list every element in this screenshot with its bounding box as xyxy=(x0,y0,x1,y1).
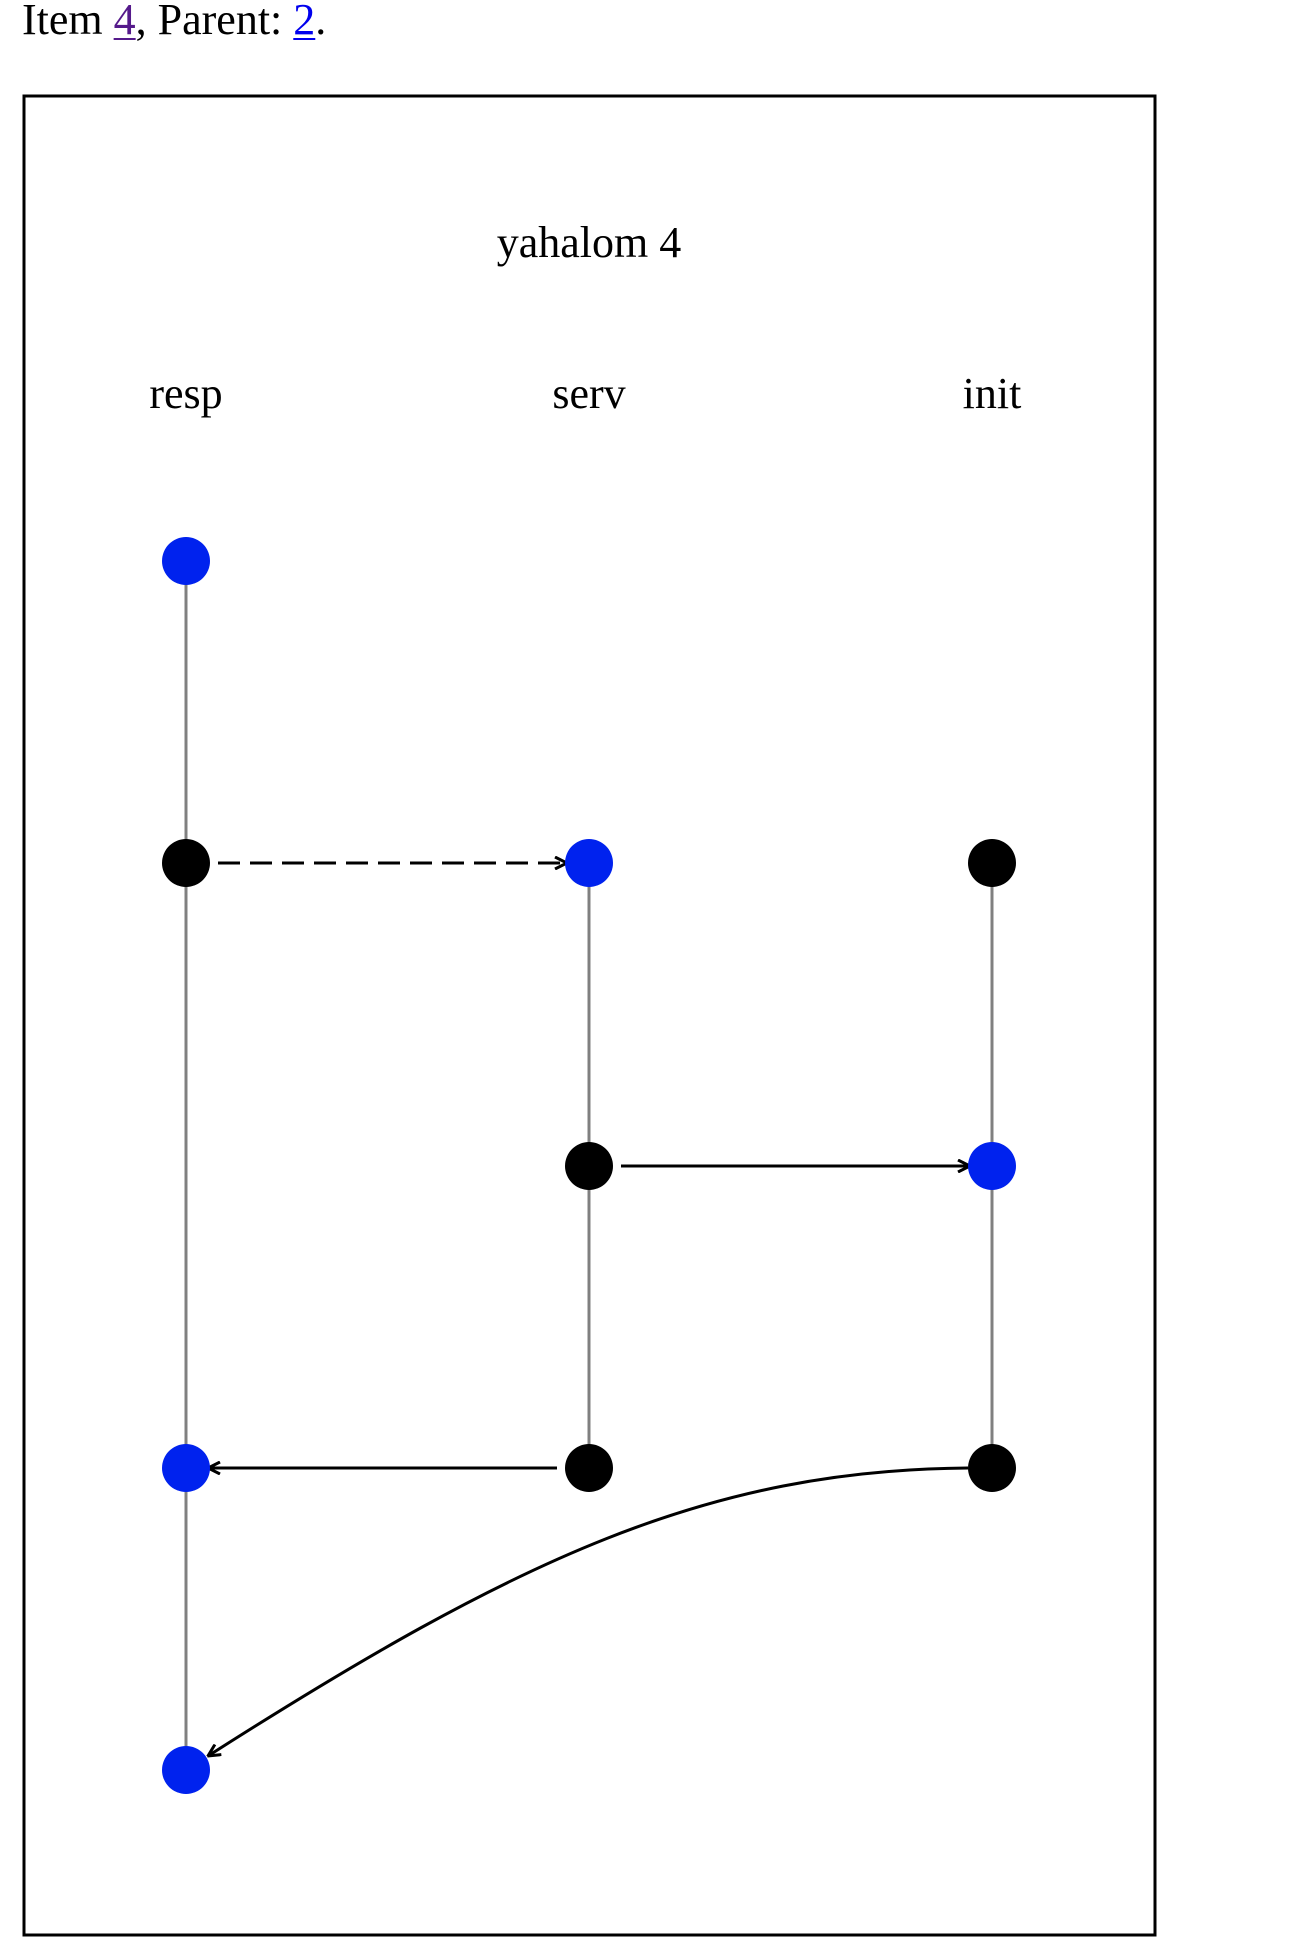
node-serv-1[interactable] xyxy=(565,1142,613,1190)
header-suffix: . xyxy=(315,0,327,44)
message-arrow-3 xyxy=(208,1466,969,1756)
node-resp-3[interactable] xyxy=(162,1746,210,1794)
diagram-title: yahalom 4 xyxy=(497,218,682,267)
node-init-2[interactable] xyxy=(968,1444,1016,1492)
parent-prefix: , Parent: xyxy=(135,0,294,44)
node-serv-2[interactable] xyxy=(565,1444,613,1492)
parent-link[interactable]: 2 xyxy=(293,0,316,44)
strand-label-init: init xyxy=(963,369,1022,418)
node-init-0[interactable] xyxy=(968,839,1016,887)
diagram-frame xyxy=(22,94,1157,1937)
strand-label-serv: serv xyxy=(552,369,625,418)
node-resp-2[interactable] xyxy=(162,1444,210,1492)
node-resp-0[interactable] xyxy=(162,537,210,585)
item-link[interactable]: 4 xyxy=(113,0,136,44)
node-init-1[interactable] xyxy=(968,1142,1016,1190)
node-resp-1[interactable] xyxy=(162,839,210,887)
breadcrumb: Item 4, Parent: 2. xyxy=(22,0,326,48)
item-prefix: Item xyxy=(22,0,114,44)
strand-label-resp: resp xyxy=(149,369,222,418)
node-serv-0[interactable] xyxy=(565,839,613,887)
